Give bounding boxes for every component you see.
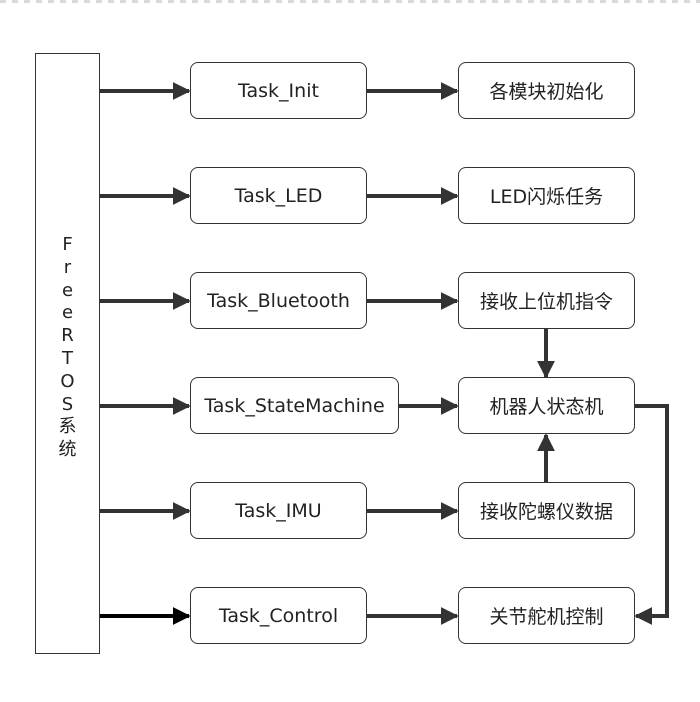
freertos-label-char: S [61,393,74,415]
task-bluetooth-label: Task_Bluetooth [207,289,350,312]
freertos-label-char: e [61,279,74,301]
module-init-box: 各模块初始化 [458,62,635,119]
gyro-data-box: 接收陀螺仪数据 [458,482,635,539]
freertos-label-char: O [60,370,75,392]
freertos-label-char: R [61,325,74,347]
freertos-label-char: 统 [58,439,77,461]
robot-statemachine-label: 机器人状态机 [489,396,604,418]
task-imu-label: Task_IMU [235,499,322,522]
freertos-label-char: T [62,347,73,369]
task-led-box: Task_LED [190,167,367,224]
task-imu-box: Task_IMU [190,482,367,539]
module-init-label: 各模块初始化 [489,81,604,103]
servo-control-box: 关节舵机控制 [458,587,635,644]
arrow-statemachine-to-servo [634,404,669,625]
host-command-box: 接收上位机指令 [458,272,635,329]
led-blink-label: LED闪烁任务 [489,186,604,208]
robot-statemachine-box: 机器人状态机 [458,377,635,434]
freertos-system-label: F r e e R T O S 系 统 [36,234,99,462]
led-blink-box: LED闪烁任务 [458,167,635,224]
gyro-data-label: 接收陀螺仪数据 [479,501,613,523]
task-led-label: Task_LED [234,184,323,207]
freertos-label-char: r [63,256,72,278]
freertos-system-box: F r e e R T O S 系 统 [35,53,100,654]
task-control-box: Task_Control [190,587,367,644]
task-control-label: Task_Control [218,604,339,627]
task-statemachine-label: Task_StateMachine [204,394,385,417]
task-bluetooth-box: Task_Bluetooth [190,272,367,329]
task-statemachine-box: Task_StateMachine [190,377,399,434]
freertos-label-char: e [61,302,74,324]
freertos-label-char: F [62,234,73,255]
freertos-label-char: 系 [58,416,77,438]
servo-control-label: 关节舵机控制 [489,606,604,628]
task-init-box: Task_Init [190,62,367,119]
host-command-label: 接收上位机指令 [479,291,613,313]
top-dashed-border [0,0,700,3]
task-init-label: Task_Init [238,79,319,102]
